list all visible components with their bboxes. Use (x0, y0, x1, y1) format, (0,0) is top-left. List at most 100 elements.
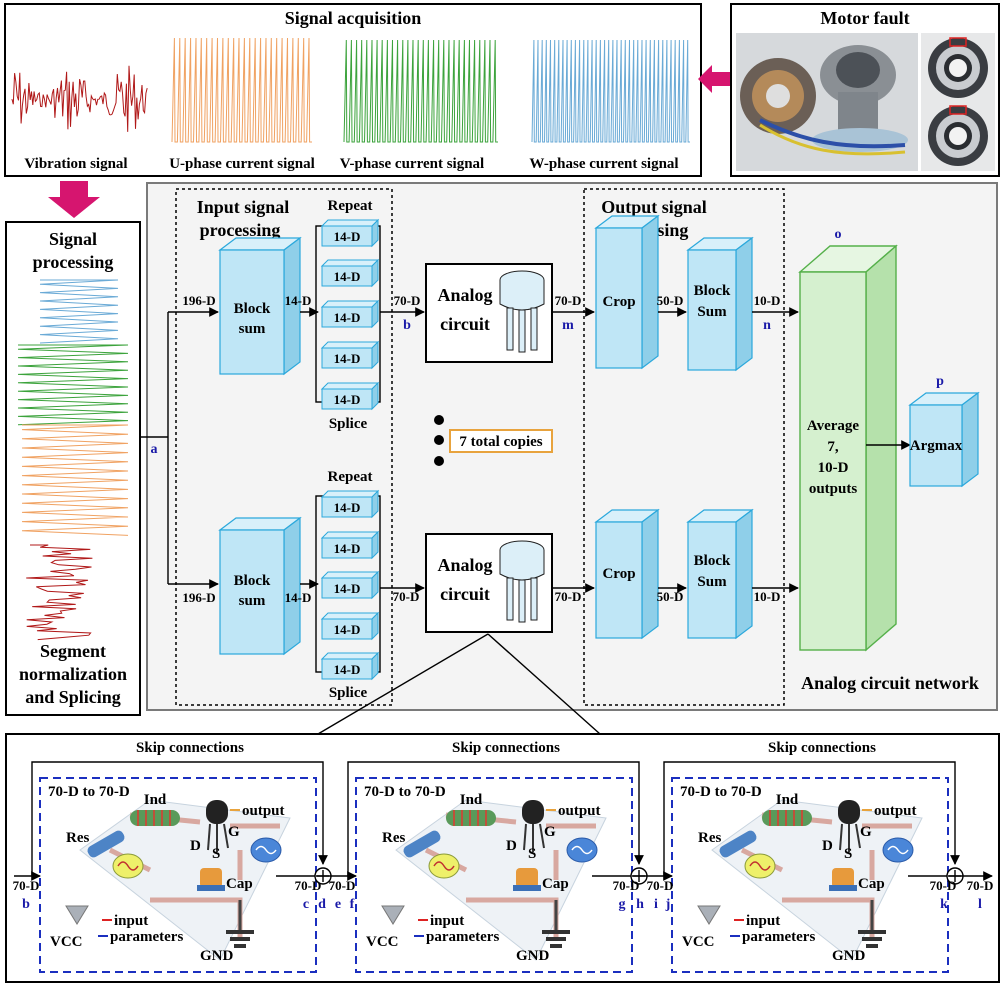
ground-icon (226, 900, 254, 948)
svg-text:sum: sum (239, 593, 266, 609)
transistor-icon (838, 800, 861, 852)
module-title: 70-D to 70-D (680, 784, 762, 800)
chunk-label: 14-D (334, 500, 361, 515)
acquisition-title: Signal acquisition (285, 8, 422, 28)
svg-text:Analog: Analog (437, 555, 492, 575)
chunk-label: 14-D (334, 310, 361, 325)
chunk-14d: 14-D (320, 218, 380, 248)
signal-source-icon (250, 837, 282, 863)
input-processing-title-2: processing (200, 220, 281, 240)
svg-text:GND: GND (200, 948, 234, 964)
dim-50-bottom: 50-D (657, 589, 684, 604)
point-k: k (940, 897, 948, 912)
dim-196-top: 196-D (182, 293, 215, 308)
point-c: c (303, 897, 309, 912)
segment-caption-1: Segment (40, 641, 106, 661)
capacitor-icon (197, 868, 225, 891)
dot-3 (434, 456, 444, 466)
svg-text:outputs: outputs (809, 481, 858, 497)
vcc-icon (381, 905, 405, 925)
analog-circuit-top: Analog circuit (425, 263, 553, 363)
block-sum-top: Block sum (218, 236, 302, 376)
skip-connections-label: Skip connections (452, 740, 560, 756)
average-block: Average 7, 10-D outputs (798, 244, 898, 652)
point-n: n (763, 318, 771, 333)
dim-10-n: 10-D (754, 293, 781, 308)
svg-text:Cap: Cap (226, 876, 253, 892)
acquisition-waveforms (11, 37, 690, 143)
dim-50-top: 50-D (657, 293, 684, 308)
network-title: Analog circuit network (801, 673, 979, 693)
svg-text:Sum: Sum (697, 574, 727, 590)
svg-text:parameters: parameters (110, 929, 183, 945)
u-phase-signal-label: U-phase current signal (169, 156, 315, 172)
block-sum-bottom: Block sum (218, 516, 302, 656)
signal-source-icon (566, 837, 598, 863)
svg-text:Sum: Sum (697, 304, 727, 320)
ac-source-icon (428, 853, 460, 879)
point-a: a (151, 442, 158, 457)
point-o: o (835, 227, 842, 242)
module-title: 70-D to 70-D (48, 784, 130, 800)
svg-text:Average: Average (807, 418, 860, 434)
splice-label-top: Splice (329, 416, 368, 432)
motor-to-acquisition-arrow (698, 65, 730, 93)
dim-70-bottom-in: 70-D (393, 589, 420, 604)
svg-text:S: S (844, 846, 852, 862)
svg-text:Block: Block (234, 573, 271, 589)
chunk-14d: 14-D (320, 340, 380, 370)
argmax-block: Argmax (908, 391, 980, 488)
svg-text:S: S (212, 846, 220, 862)
svg-text:Crop: Crop (602, 294, 635, 310)
svg-text:Cap: Cap (858, 876, 885, 892)
point-b-top: b (403, 318, 411, 333)
block-sum-output-top: Block Sum (686, 236, 754, 372)
dim-70-b: 70-D (394, 293, 421, 308)
svg-text:D: D (506, 838, 517, 854)
chunk-label: 14-D (334, 662, 361, 677)
svg-text:Crop: Crop (602, 566, 635, 582)
dim-70-bottom-out: 70-D (555, 589, 582, 604)
svg-text:VCC: VCC (682, 934, 715, 950)
motor-fault-title: Motor fault (820, 8, 909, 28)
u-phase-waveform (171, 37, 312, 143)
signal-source-icon (882, 837, 914, 863)
chunk-stack-bottom: 14-D14-D14-D14-D14-D (320, 489, 380, 681)
point-i: i (654, 897, 658, 912)
chunk-14d: 14-D (320, 381, 380, 411)
chunk-label: 14-D (334, 581, 361, 596)
splice-label-bottom: Splice (329, 685, 368, 701)
svg-text:10-D: 10-D (818, 460, 849, 476)
vcc-icon (697, 905, 721, 925)
dim-70-label: 70-D (13, 878, 40, 893)
svg-text:circuit: circuit (440, 314, 490, 334)
dim-70-m: 70-D (555, 293, 582, 308)
chunk-14d: 14-D (320, 611, 380, 641)
bearing-photos (921, 33, 995, 171)
spliced-u-segment (21, 424, 129, 536)
motor-photo (736, 33, 918, 171)
svg-text:Ind: Ind (144, 792, 167, 808)
capacitor-icon (513, 868, 541, 891)
chunk-label: 14-D (334, 392, 361, 407)
svg-text:Block: Block (694, 283, 731, 299)
acquisition-panel (4, 3, 702, 177)
segment-caption-3: and Splicing (25, 687, 121, 707)
ac-source-icon (112, 853, 144, 879)
svg-text:Argmax: Argmax (910, 438, 963, 454)
svg-text:Res: Res (66, 830, 89, 846)
dim-70-label: 70-D (295, 878, 322, 893)
v-phase-signal-label: V-phase current signal (340, 156, 484, 172)
capacitor-icon (829, 868, 857, 891)
svg-text:G: G (860, 824, 872, 840)
resistor-icon (87, 830, 125, 858)
output-processing-box (583, 188, 785, 706)
point-b: b (22, 897, 30, 912)
svg-text:Res: Res (698, 830, 721, 846)
ac-source-icon (744, 853, 776, 879)
dim-14-bottom: 14-D (285, 590, 312, 605)
module-boundary (355, 777, 633, 973)
chunk-14d: 14-D (320, 570, 380, 600)
